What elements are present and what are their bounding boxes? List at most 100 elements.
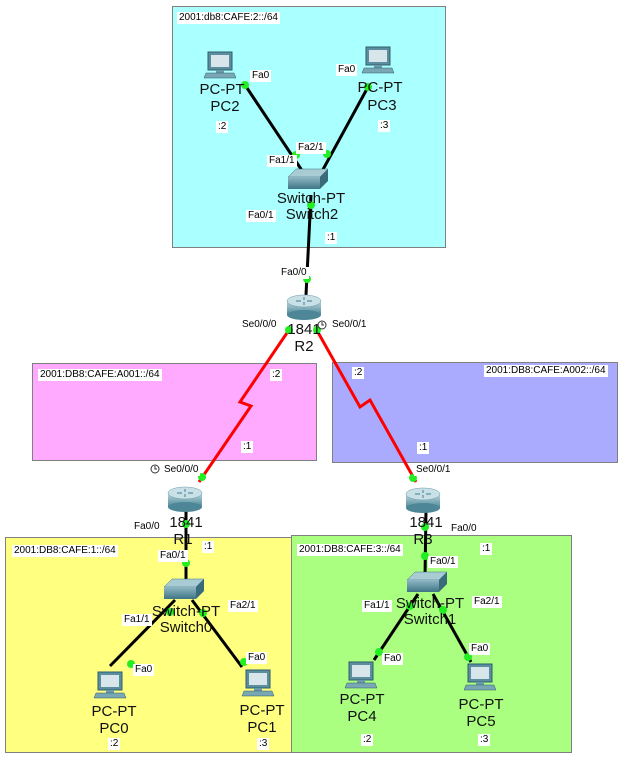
switch1-name: Switch1 (403, 611, 457, 628)
address-label: :1 (325, 232, 338, 244)
port-label: Se0/0/1 (330, 319, 369, 331)
port-label: Fa2/1 (296, 142, 326, 154)
r2-model: 1841 (287, 321, 321, 338)
port-label: Fa0/1 (246, 210, 276, 222)
port-label: Fa1/1 (122, 614, 152, 626)
pc3-model: PC-PT (357, 79, 403, 96)
port-label: Fa0 (133, 664, 155, 676)
pc2-model: PC-PT (199, 81, 245, 98)
port-label: Fa0/0 (449, 523, 479, 535)
port-up-dot (364, 83, 372, 91)
pc1-icon[interactable] (241, 669, 275, 697)
port-up-dot (199, 609, 207, 617)
address-label: :2 (108, 738, 121, 750)
port-up-dot (439, 606, 447, 614)
pc5-name: PC5 (466, 713, 496, 730)
pc2-name: PC2 (210, 98, 240, 115)
pc3-name: PC3 (367, 97, 397, 114)
region-prefix-label: 2001:DB8:CAFE:1::/64 (12, 545, 118, 557)
port-label: Fa0/1 (158, 550, 188, 562)
port-label: Se0/0/1 (414, 464, 453, 476)
pc0-icon[interactable] (93, 671, 127, 699)
link-switch1-pc5[interactable] (431, 593, 473, 663)
address-label: :3 (478, 734, 491, 746)
r3-model: 1841 (409, 514, 443, 531)
port-label: Fa0 (469, 643, 491, 655)
region-cafe-1[interactable] (5, 537, 297, 753)
address-label: :2 (216, 121, 229, 133)
port-label: Fa0 (336, 64, 358, 76)
serial-link-r2-r1[interactable] (197, 326, 293, 483)
port-label: Fa1/1 (362, 600, 392, 612)
pc1-model: PC-PT (239, 702, 285, 719)
r2-name: R2 (294, 338, 314, 355)
pc4-name: PC4 (347, 708, 377, 725)
switch2-icon[interactable] (287, 168, 329, 190)
clock-hand (321, 322, 324, 326)
address-label: :2 (352, 367, 365, 379)
pc0-name: PC0 (99, 720, 129, 737)
port-label: Fa2/1 (228, 600, 258, 612)
port-label: Fa0 (250, 70, 272, 82)
port-up-dot (421, 523, 429, 531)
r1-router-icon[interactable] (167, 486, 203, 513)
serial-link-r2-r3[interactable] (313, 326, 418, 483)
address-label: :1 (241, 441, 254, 453)
port-label: Se0/0/0 (162, 464, 201, 476)
link-switch0-pc0[interactable] (108, 598, 177, 668)
region-cafe-3[interactable] (291, 535, 572, 753)
port-label: Fa0/0 (279, 267, 309, 279)
address-label: :3 (257, 738, 270, 750)
port-up-dot (166, 608, 174, 616)
switch0-name: Switch0 (159, 619, 213, 636)
pc5-icon[interactable] (463, 663, 497, 691)
address-label: :3 (378, 120, 391, 132)
switch2-name: Switch2 (285, 206, 339, 223)
port-up-dot (182, 520, 190, 528)
pc3-icon[interactable] (361, 46, 395, 74)
switch1-icon[interactable] (406, 571, 448, 593)
switch2-model: Switch-PT (276, 190, 346, 207)
pc2-icon[interactable] (203, 51, 237, 79)
port-up-dot (409, 474, 417, 482)
r3-router-icon[interactable] (405, 487, 441, 514)
pc4-model: PC-PT (339, 691, 385, 708)
address-label: :2 (361, 734, 374, 746)
address-label: :1 (202, 541, 215, 553)
port-label: Fa2/1 (472, 596, 502, 608)
pc1-name: PC1 (247, 719, 277, 736)
port-up-dot (307, 201, 315, 209)
port-up-dot (421, 552, 429, 560)
address-label: :2 (270, 369, 283, 381)
address-label: :1 (417, 442, 430, 454)
switch0-model: Switch-PT (151, 603, 221, 620)
clock-icon (150, 464, 160, 474)
port-label: Fa0/0 (132, 521, 162, 533)
port-label: Fa0 (246, 652, 268, 664)
port-label: Fa1/1 (267, 155, 297, 167)
port-label: Fa0/1 (428, 556, 458, 568)
pc0-model: PC-PT (91, 703, 137, 720)
port-label: Fa0 (382, 653, 404, 665)
link-r3-switch1[interactable] (423, 509, 428, 579)
link-pc3-switch2[interactable] (318, 86, 370, 176)
region-prefix-label: 2001:DB8:CAFE:A001::/64 (38, 369, 162, 381)
r1-model: 1841 (169, 514, 203, 531)
region-prefix-label: 2001:DB8:CAFE:A002::/64 (484, 365, 608, 377)
clock-hand (154, 466, 157, 470)
region-prefix-label: 2001:db8:CAFE:2::/64 (177, 12, 280, 24)
r3-name: R3 (413, 531, 433, 548)
port-status-dots (127, 81, 472, 668)
port-up-dot (375, 648, 383, 656)
port-up-dot (241, 81, 249, 89)
clock-icon (317, 320, 327, 330)
pc4-icon[interactable] (344, 661, 378, 689)
region-cafe-a002[interactable] (332, 362, 618, 463)
r1-name: R1 (173, 531, 193, 548)
r2-router-icon[interactable] (286, 294, 322, 321)
port-up-dot (285, 326, 293, 334)
pc5-model: PC-PT (458, 696, 504, 713)
address-label: :1 (480, 543, 493, 555)
switch0-icon[interactable] (163, 578, 205, 600)
port-up-dot (406, 602, 414, 610)
